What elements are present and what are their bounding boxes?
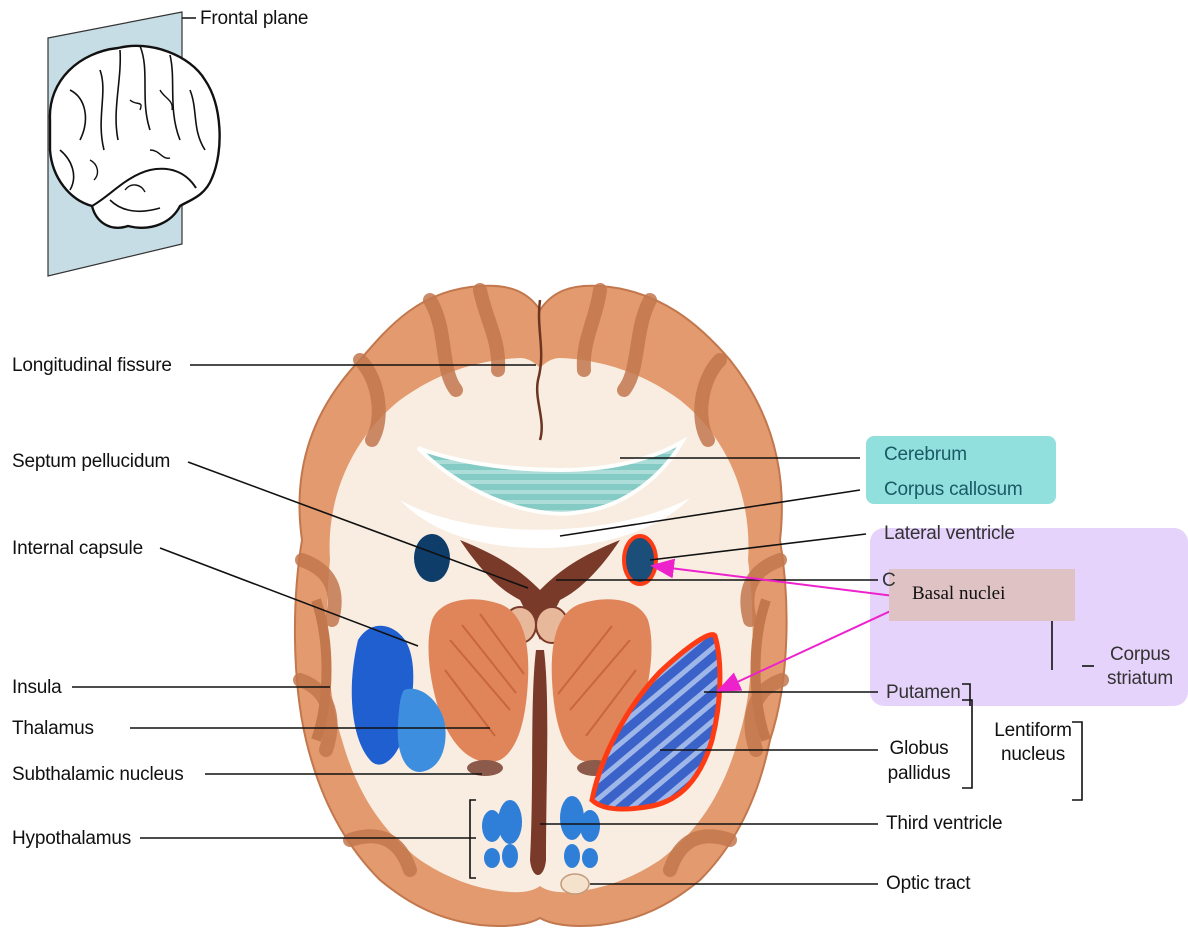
label-lentiform-line2: nucleus [986, 744, 1080, 766]
label-lateral-ventricle: Lateral ventricle [884, 523, 1015, 545]
label-lentiform-line1: Lentiform [986, 720, 1080, 742]
label-hypothalamus: Hypothalamus [12, 828, 131, 850]
label-globus-line1: Globus [884, 738, 954, 760]
label-thalamus: Thalamus [12, 718, 94, 740]
label-optic-tract: Optic tract [886, 873, 970, 895]
label-corpus-callosum: Corpus callosum [884, 479, 1023, 501]
label-putamen: Putamen [886, 682, 961, 704]
label-corpus-striatum-line1: Corpus [1100, 644, 1180, 666]
label-third-ventricle: Third ventricle [886, 813, 1002, 835]
label-subthalamic-nucleus: Subthalamic nucleus [12, 764, 184, 786]
label-septum-pellucidum: Septum pellucidum [12, 451, 170, 473]
label-cerebrum: Cerebrum [884, 444, 967, 466]
label-insula: Insula [12, 677, 62, 699]
basal-nuclei-label: Basal nuclei [912, 583, 1005, 605]
label-longitudinal-fissure: Longitudinal fissure [12, 355, 172, 377]
label-internal-capsule: Internal capsule [12, 538, 143, 560]
label-caudate-fragment: C [882, 570, 896, 592]
label-globus-line2: pallidus [884, 763, 954, 785]
brain-thumbnail-icon [48, 12, 220, 276]
coronal-section [295, 286, 787, 926]
label-corpus-striatum-line2: striatum [1100, 668, 1180, 690]
label-frontal-plane: Frontal plane [200, 8, 308, 30]
